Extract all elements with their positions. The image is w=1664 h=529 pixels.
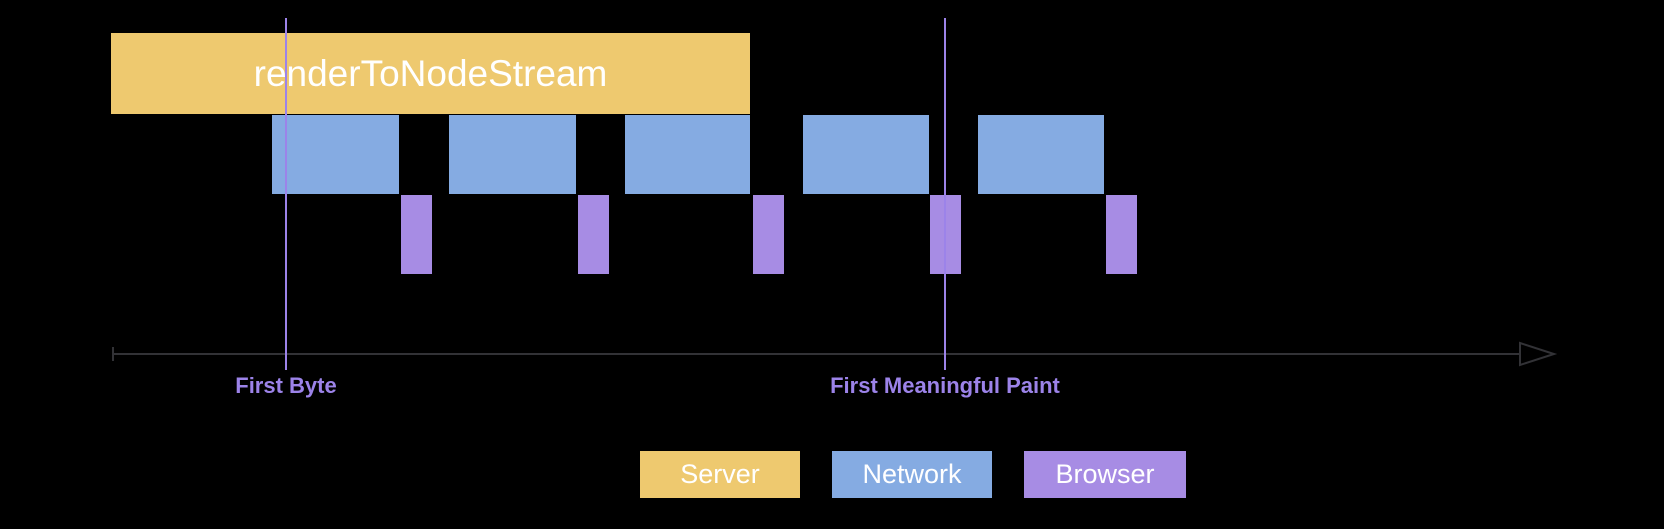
legend-label-server: Server (680, 459, 760, 489)
network-bar-2 (449, 115, 576, 194)
browser-bar-1 (401, 195, 432, 274)
first-byte-label: First Byte (235, 373, 337, 398)
legend-label-browser: Browser (1055, 459, 1155, 489)
browser-bar-2 (578, 195, 609, 274)
server-render-bar: renderToNodeStream (111, 33, 750, 114)
legend-label-network: Network (862, 459, 962, 489)
legend-item-network: Network (832, 451, 992, 498)
network-bar-5 (978, 115, 1104, 194)
browser-bar-3 (753, 195, 784, 274)
server-render-bar-label: renderToNodeStream (253, 52, 608, 94)
first-meaningful-paint-label: First Meaningful Paint (830, 373, 1060, 398)
legend-item-server: Server (640, 451, 800, 498)
legend-item-browser: Browser (1024, 451, 1186, 498)
network-bar-3 (625, 115, 750, 194)
first-meaningful-paint-marker-line (944, 18, 946, 370)
time-axis-arrowhead-icon (1519, 341, 1558, 367)
network-bar-1 (272, 115, 399, 194)
first-byte-marker-line (285, 18, 287, 370)
browser-bar-5 (1106, 195, 1137, 274)
time-axis (112, 341, 1558, 367)
network-bar-4 (803, 115, 929, 194)
